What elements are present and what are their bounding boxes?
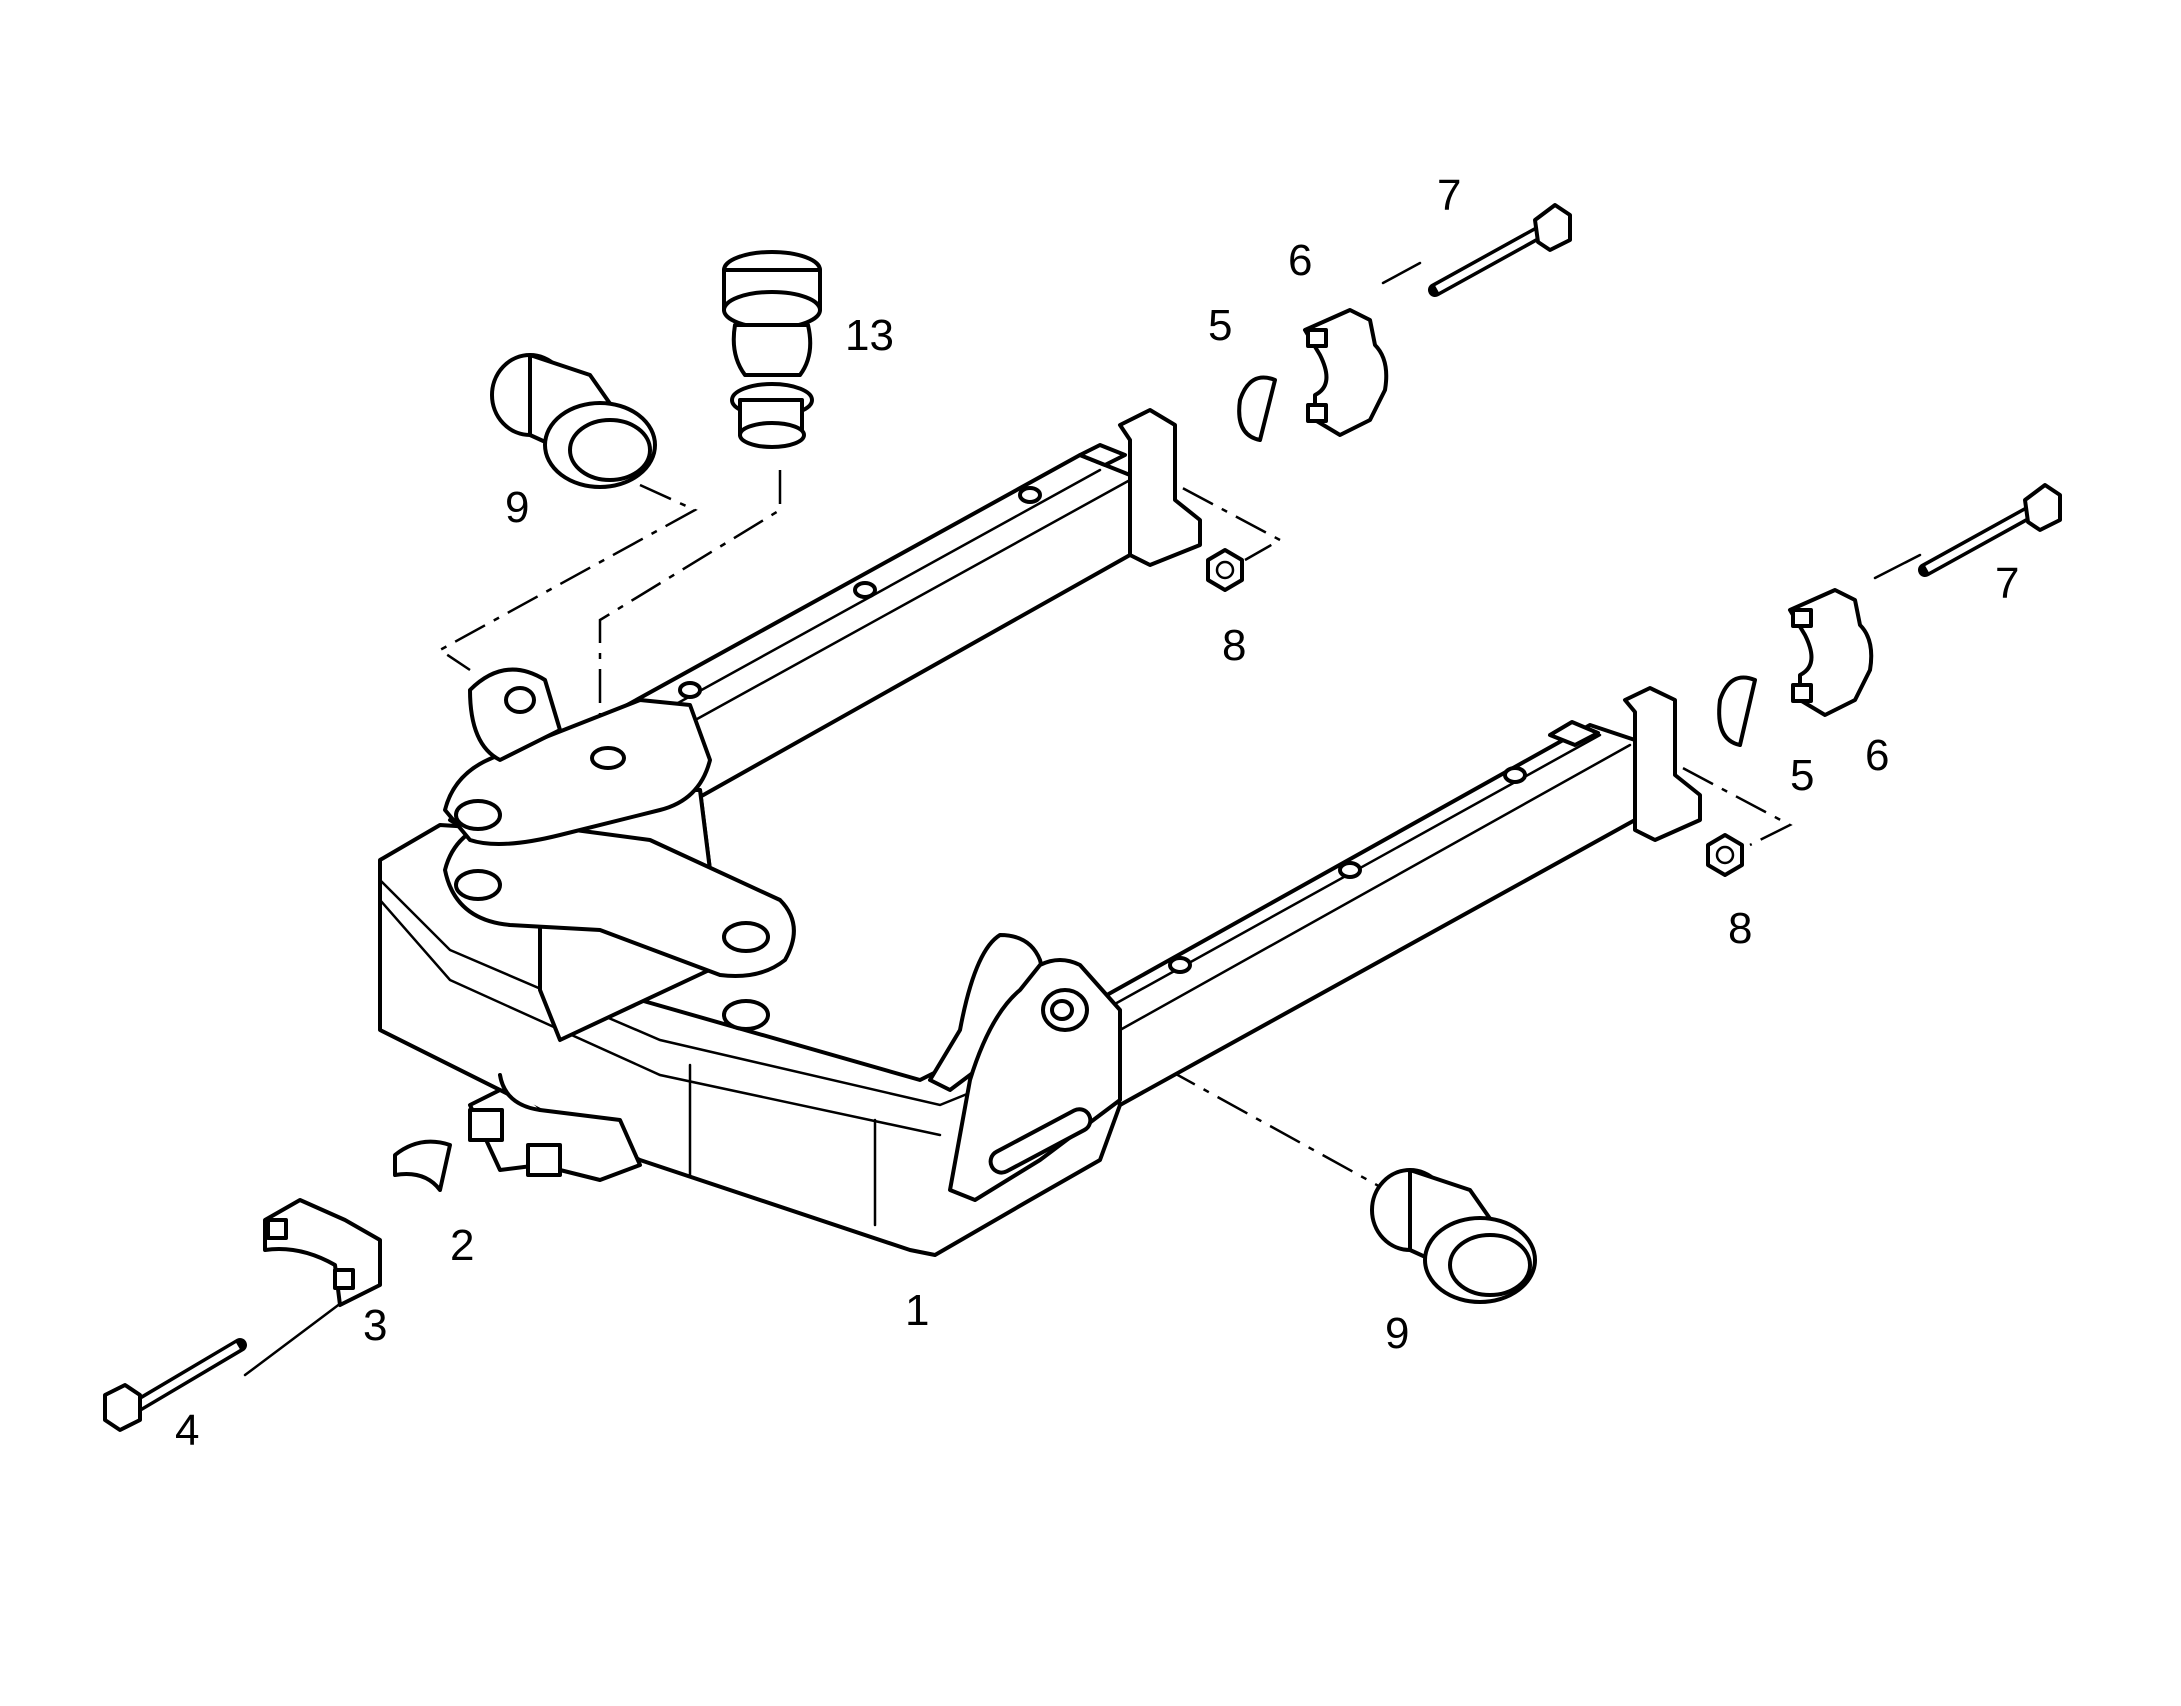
pin-part-13 (722, 250, 822, 449)
callout-5-bottom: 5 (1790, 751, 1814, 800)
bolt-part-4 (103, 1338, 247, 1432)
callout-7-bottom: 7 (1995, 559, 2019, 608)
half-shell-part-2 (393, 1139, 452, 1192)
callout-7-top: 7 (1437, 171, 1461, 220)
bolt-part-7-bottom (1918, 483, 2062, 577)
callout-3: 3 (363, 1301, 387, 1350)
callout-4: 4 (175, 1406, 199, 1455)
nut-part-8-bottom (1706, 833, 1744, 877)
nut-part-8-top (1206, 548, 1244, 592)
callout-labels: 1 2 3 4 5 5 6 6 7 7 8 8 9 9 13 (175, 171, 2019, 1455)
callout-6-bottom: 6 (1865, 731, 1889, 780)
bushing-part-9-top (490, 353, 657, 489)
half-shell-part-5-top (1237, 375, 1277, 442)
clamp-part-6-top (1303, 308, 1389, 437)
callout-2: 2 (450, 1221, 474, 1270)
bushing-part-9-bottom (1370, 1168, 1537, 1304)
clamp-part-6-bottom (1788, 588, 1874, 717)
callout-6-top: 6 (1288, 236, 1312, 285)
rail-bolt-holes (678, 486, 1527, 974)
frame-part-1 (378, 408, 1702, 1257)
callout-8-bottom: 8 (1728, 904, 1752, 953)
callout-1: 1 (905, 1286, 929, 1335)
half-shell-part-5-bottom (1717, 675, 1757, 747)
callout-9-top: 9 (505, 483, 529, 532)
bolt-part-7-top (1428, 203, 1572, 297)
callout-5-top: 5 (1208, 301, 1232, 350)
callout-13: 13 (845, 311, 894, 360)
clamp-part-3 (263, 1198, 382, 1307)
callout-8-top: 8 (1222, 621, 1246, 670)
callout-9-bottom: 9 (1385, 1309, 1409, 1358)
